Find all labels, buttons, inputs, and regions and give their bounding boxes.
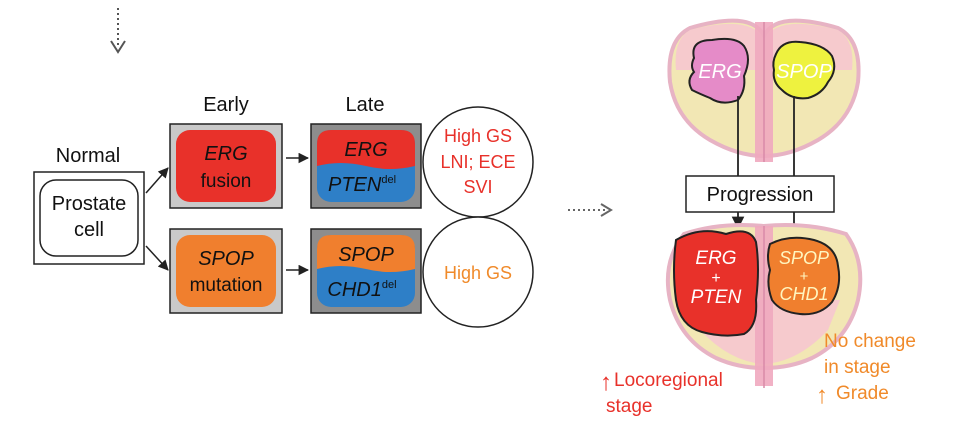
bottom-right-tumor-line1: SPOP [779,248,829,268]
up-arrow-icon: ↑ [600,369,612,396]
bottom-left-tumor-line1: ERG [695,248,736,269]
up-arrow-icon-2: ↑ [816,382,828,409]
right-result-line3: Grade [836,383,889,404]
erg-late-gene-top: ERG [344,139,387,161]
erg-early-event: fusion [201,171,252,192]
prostate-bottom: ERG + PTEN SPOP + CHD1 [665,223,863,388]
normal-prostate-cell: Prostate cell [33,171,145,265]
stage-late-label: Late [346,94,385,116]
top-outcome-line2: LNI; ECE [440,152,515,172]
top-left-tumor-label: ERG [698,61,741,83]
erg-pten-box: ERG PTENdel [310,123,422,209]
right-result-line2: in stage [824,357,891,378]
left-result: ↑ Locoregional stage [600,369,723,417]
pten-late-gene: PTENdel [328,174,396,196]
right-result-line1: No change [824,331,916,352]
arrow-to-spop-icon [145,245,169,271]
progression-box: Progression [685,175,835,213]
left-result-line1: Locoregional [614,370,723,391]
progression-label: Progression [707,184,814,206]
spop-chd1-box: SPOP CHD1del [310,228,422,314]
chd1-del-sup: del [382,279,397,291]
dotted-right-arrow-icon [568,203,613,217]
erg-early-gene: ERG [204,143,247,165]
bottom-right-tumor-line2: + [800,268,809,285]
prostate-top: ERG SPOP [667,18,861,162]
bottom-left-tumor-line3: PTEN [691,287,742,308]
spop-early-event: mutation [190,275,263,296]
bottom-outcome-circle: High GS [422,216,534,328]
dotted-down-arrow-icon [110,8,126,54]
top-outcome-line1: High GS [444,126,512,146]
bottom-outcome-line1: High GS [444,263,512,283]
top-outcome-circle: High GS LNI; ECE SVI [422,106,534,218]
stage-early-label: Early [203,94,249,116]
pten-gene-name: PTEN [328,174,382,196]
pten-del-sup: del [381,174,396,186]
bottom-left-tumor-line2: + [711,270,720,287]
chd1-gene-name: CHD1 [327,279,381,301]
chd1-late-gene: CHD1del [327,279,396,301]
right-result: No change in stage ↑ Grade [816,331,916,409]
bottom-right-tumor-line3: CHD1 [779,284,828,304]
normal-cell-line2: cell [74,219,104,241]
top-right-tumor-label: SPOP [776,61,832,83]
left-result-line2: stage [606,396,652,417]
spop-early-gene: SPOP [198,248,254,270]
top-outcome-line3: SVI [463,177,492,197]
spop-mutation-box: SPOP mutation [169,228,283,314]
normal-cell-line1: Prostate [52,193,126,215]
stage-normal-label: Normal [56,145,120,167]
arrow-to-erg-icon [145,167,169,194]
spop-late-gene-top: SPOP [338,244,394,266]
erg-fusion-box: ERG fusion [169,123,283,209]
